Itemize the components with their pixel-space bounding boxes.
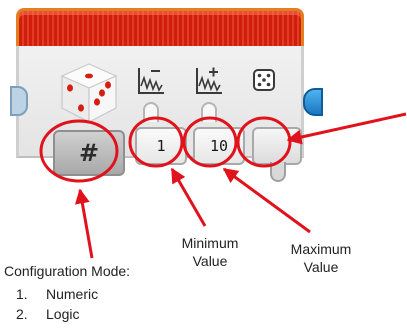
configuration-mode-label: Configuration Mode: xyxy=(4,263,131,279)
minimum-label-line2: Value xyxy=(192,253,228,269)
mode-list-item: 2. Logic xyxy=(16,304,98,324)
random-block[interactable]: # 1 10 xyxy=(10,8,323,182)
mode-name: Logic xyxy=(46,306,80,322)
minimum-label-line1: Minimum xyxy=(181,235,239,251)
maximum-value-input[interactable]: 10 xyxy=(193,127,245,165)
maximum-label-line1: Maximum xyxy=(290,241,352,257)
output-wire-socket[interactable] xyxy=(270,162,286,182)
mode-number: 1. xyxy=(16,286,28,302)
dice-output-icon xyxy=(253,69,275,91)
mode-name: Numeric xyxy=(46,286,99,302)
minimum-wire-socket[interactable] xyxy=(143,102,159,122)
maximum-label-line2: Value xyxy=(303,259,339,275)
sequence-output-connector[interactable] xyxy=(303,88,323,116)
minimum-value-label: Minimum Value xyxy=(165,234,255,270)
output-arrow xyxy=(286,112,407,145)
maximum-value-label: Maximum Value xyxy=(275,240,367,276)
minimum-value-icon xyxy=(138,68,164,94)
maximum-value-icon xyxy=(196,67,222,94)
minimum-value-input[interactable]: 1 xyxy=(135,127,187,165)
mode-list: 1. Numeric 2. Logic xyxy=(16,284,98,324)
sequence-input-connector[interactable] xyxy=(10,86,28,116)
mode-list-item: 1. Numeric xyxy=(16,284,98,304)
block-header[interactable] xyxy=(16,8,304,48)
mode-number: 2. xyxy=(16,306,28,322)
minimum-value-text: 1 xyxy=(156,137,166,155)
mode-symbol: # xyxy=(78,139,100,167)
random-dice-icon xyxy=(60,63,118,123)
maximum-value-text: 10 xyxy=(209,137,229,155)
output-value-plug[interactable] xyxy=(252,127,302,165)
mode-arrow xyxy=(74,188,94,259)
maximum-wire-socket[interactable] xyxy=(201,102,217,122)
mode-selector-button[interactable]: # xyxy=(53,130,125,176)
